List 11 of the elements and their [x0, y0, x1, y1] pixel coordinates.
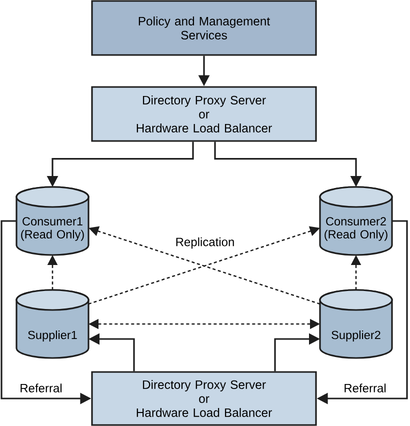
edge-label: Referral	[342, 382, 388, 394]
database-cylinder: Supplier2	[319, 289, 393, 359]
database-cylinder: Consumer1 (Read Only)	[16, 186, 90, 256]
label-text: Replication	[174, 236, 236, 250]
crossed-dashed-arrows	[88, 226, 320, 305]
process-box: Policy and Management Services	[91, 0, 317, 56]
edge-label: Referral	[18, 382, 64, 394]
database-cylinder: Consumer2 (Read Only)	[319, 186, 393, 256]
process-box: Directory Proxy Server or Hardware Load Balancer	[91, 86, 317, 142]
process-box: Directory Proxy Server or Hardware Load Balancer	[91, 371, 317, 426]
database-cylinder: Supplier1	[16, 289, 90, 359]
